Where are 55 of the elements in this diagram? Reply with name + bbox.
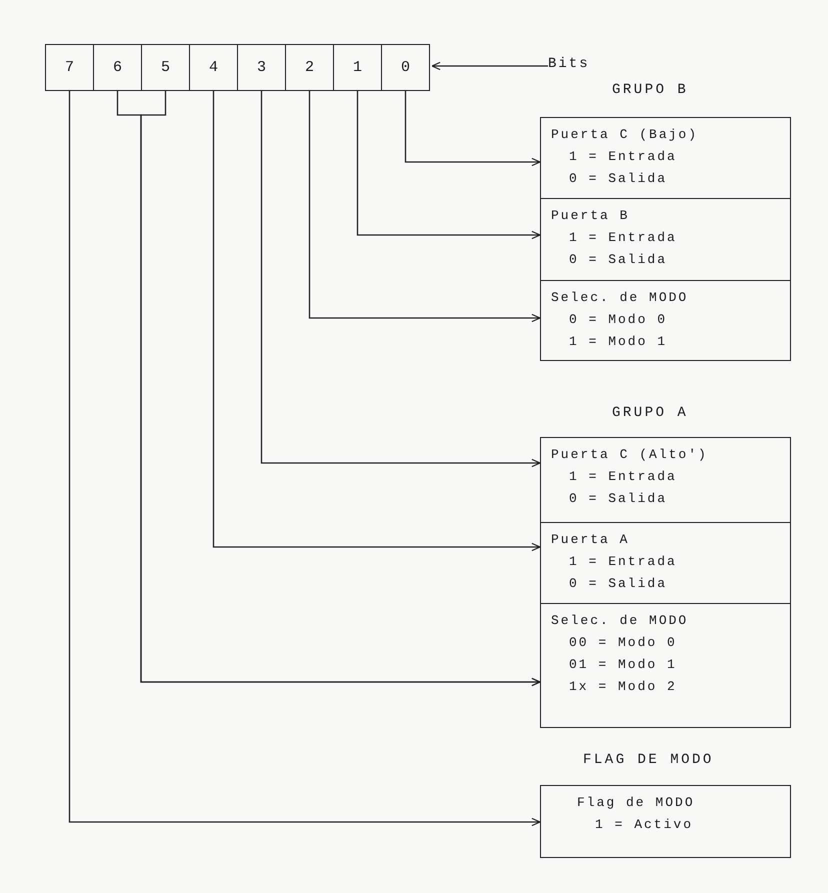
register-field-box	[540, 198, 791, 281]
arrow	[404, 91, 541, 166]
field-heading: Selec. de MODO	[551, 612, 688, 630]
field-heading: Flag de MODO	[577, 794, 695, 812]
register-field-box	[540, 117, 791, 199]
arrow	[308, 91, 541, 322]
bit-cell	[333, 44, 382, 91]
bit-number: 1	[352, 59, 362, 76]
value-meaning: 1x = Modo 2	[569, 678, 677, 696]
arrow	[431, 62, 548, 70]
value-meaning: 1 = Entrada	[569, 553, 677, 571]
bits-label: Bits	[548, 56, 608, 78]
field-heading: Selec. de MODO	[551, 289, 688, 307]
bit-number: 6	[112, 59, 122, 76]
value-meaning: 1 = Entrada	[569, 229, 677, 247]
bit-cell	[141, 44, 190, 91]
bit-number: 2	[304, 59, 314, 76]
value-meaning: 1 = Activo	[595, 816, 694, 834]
bit-number: 0	[400, 59, 410, 76]
value-meaning: 0 = Salida	[569, 490, 668, 508]
group-heading: GRUPO A	[612, 405, 688, 421]
bit-number: 5	[160, 59, 170, 76]
bit-number: 3	[256, 59, 266, 76]
field-heading: Puerta A	[551, 531, 630, 549]
bit-cell	[45, 44, 94, 91]
value-meaning: 1 = Entrada	[569, 148, 677, 166]
register-field-box	[540, 280, 791, 361]
group-heading: GRUPO B	[612, 82, 688, 98]
bit-cell	[285, 44, 334, 91]
value-meaning: 1 = Modo 1	[569, 333, 668, 351]
arrow	[68, 91, 541, 826]
value-meaning: 0 = Salida	[569, 170, 668, 188]
arrow	[260, 91, 541, 468]
arrow	[356, 91, 541, 240]
value-meaning: 0 = Salida	[569, 575, 668, 593]
value-meaning: 00 = Modo 0	[569, 634, 677, 652]
value-meaning: 0 = Salida	[569, 251, 668, 269]
group-heading: FLAG DE MODO	[583, 752, 714, 768]
bit-cell	[93, 44, 142, 91]
field-heading: Puerta C (Alto')	[551, 446, 708, 464]
bit-number: 7	[64, 59, 74, 76]
value-meaning: 1 = Entrada	[569, 468, 677, 486]
register-field-box	[540, 785, 791, 858]
arrow	[212, 91, 541, 552]
bit-cell	[237, 44, 286, 91]
bit-cell	[381, 44, 430, 91]
bit-cell	[189, 44, 238, 91]
bit-number: 4	[208, 59, 218, 76]
value-meaning: 01 = Modo 1	[569, 656, 677, 674]
field-heading: Puerta C (Bajo)	[551, 126, 698, 144]
value-meaning: 0 = Modo 0	[569, 311, 668, 329]
register-field-box	[540, 603, 791, 728]
register-field-box	[540, 437, 791, 523]
field-heading: Puerta B	[551, 207, 630, 225]
register-field-box	[540, 522, 791, 604]
